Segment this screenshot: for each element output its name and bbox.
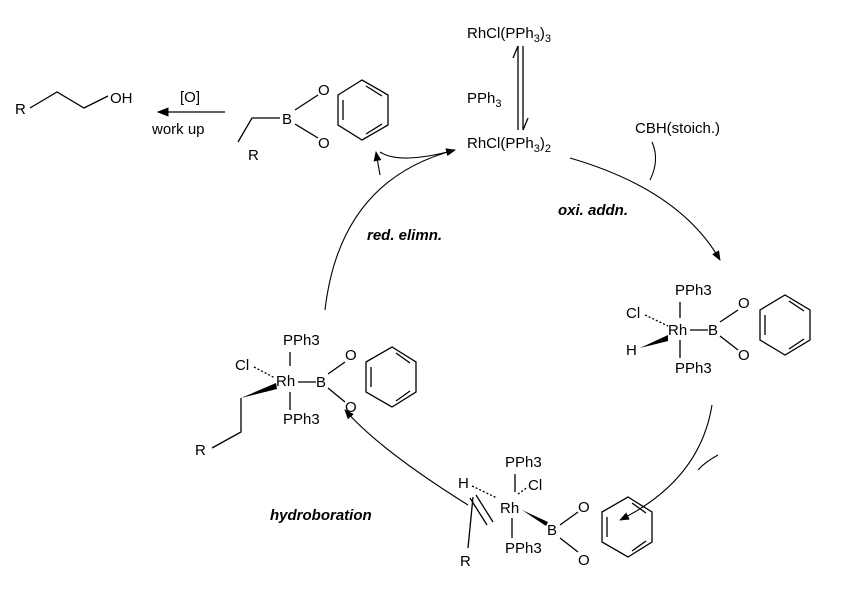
wilkinson-equilibrium: RhCl(PPh3)3 PPh3 RhCl(PPh3)2: [467, 25, 551, 155]
hydroboration-arrow: [344, 409, 469, 506]
pph3-upper-right: PPh3: [675, 282, 712, 299]
h-rh-wedge-right: [640, 335, 668, 348]
alkyl-rh-wedge-left: [241, 383, 277, 398]
ring-double-2: [365, 123, 383, 135]
rh-olefin-complex: PPh3 H Cl Rh B PPh3 R O O: [458, 454, 653, 570]
h-right: H: [626, 342, 637, 359]
alcohol-oh: OH: [110, 90, 133, 107]
pph3-equilibrium-label: PPh3: [467, 90, 501, 110]
to-olefin-complex-arrow: [619, 404, 713, 521]
cl-rh-hashed-right: [644, 314, 669, 327]
rh-alkyl-boryl-complex: PPh3 Cl Rh B PPh3 R O O: [195, 332, 417, 459]
alcohol-r: R: [15, 101, 26, 118]
oxygen-right-1: O: [738, 295, 750, 312]
ring-double-right-2: [788, 338, 805, 350]
b-o-bond-bottom-2: [559, 537, 579, 553]
pph3-lower-bottom: PPh3: [505, 540, 542, 557]
cl-rh-hashed-left: [253, 366, 276, 379]
b-o-bond-bottom-1: [559, 511, 579, 526]
ring-double-left-1: [395, 352, 411, 364]
pph3-lower-left: PPh3: [283, 411, 320, 428]
h-bottom: H: [458, 475, 469, 492]
olefin-entry-curve: [697, 454, 719, 471]
b-o-bond-left-1: [327, 361, 346, 375]
equilibrium-down-head: [522, 117, 529, 131]
boron-left: B: [316, 374, 326, 391]
alkyl-chain: [237, 117, 280, 143]
benzene-ring-left: [365, 346, 417, 408]
rh-left: Rh: [276, 373, 295, 390]
rh-hydride-boryl-complex: PPh3 Cl Rh H B PPh3 O O: [626, 282, 811, 377]
benzene-ring-right: [759, 294, 811, 356]
alkyl-left-r: R: [195, 442, 206, 459]
alkyl-boronate: R B O O: [237, 79, 389, 164]
cbh-entry-curve: [649, 141, 657, 181]
b-o-bond-top-2: [294, 123, 319, 139]
rh-bottom: Rh: [500, 500, 519, 517]
olefin-r: R: [460, 553, 471, 570]
boron-atom-top: B: [282, 111, 292, 128]
olefin-bond-1: [475, 494, 494, 523]
cl-right: Cl: [626, 305, 640, 322]
ring-double-left-2: [395, 390, 411, 402]
oxygen-bottom-2: O: [578, 552, 590, 569]
boron-bottom: B: [547, 522, 557, 539]
workup-label: work up: [151, 121, 205, 138]
cl-bottom: Cl: [528, 477, 542, 494]
rh-bis-complex: RhCl(PPh3)2: [467, 135, 551, 155]
cl-left: Cl: [235, 357, 249, 374]
pph3-lower-right: PPh3: [675, 360, 712, 377]
pph3-upper-bottom: PPh3: [505, 454, 542, 471]
olefin-r-bond: [467, 496, 474, 549]
ring-double-bottom-2: [631, 540, 647, 552]
boron-right: B: [708, 322, 718, 339]
cbh-label: CBH(stoich.): [635, 120, 720, 137]
red-elimn-label: red. elimn.: [367, 227, 442, 244]
cbh-reagent: CBH(stoich.): [635, 120, 720, 181]
benzene-ring-bottom: [601, 496, 653, 558]
ring-double-1: [365, 85, 383, 97]
equilibrium-up-head: [512, 45, 519, 59]
ring-double-right-1: [788, 300, 805, 312]
product-release-arrow: [373, 151, 382, 176]
hydroboration-label: hydroboration: [270, 507, 372, 524]
oxygen-top-1: O: [318, 82, 330, 99]
oxidant-label: [O]: [180, 89, 200, 106]
oxygen-bottom-1: O: [578, 499, 590, 516]
red-elimn-arrow: [324, 148, 456, 311]
alkyl-chain-left: [211, 398, 242, 449]
b-o-bond-right-1: [719, 309, 739, 323]
benzene-ring-top: [337, 79, 389, 141]
pph3-upper-left: PPh3: [283, 332, 320, 349]
rh-b-wedge-bottom: [522, 510, 548, 526]
cl-rh-hashed-bottom: [517, 486, 529, 495]
oxygen-right-2: O: [738, 347, 750, 364]
b-o-bond-top-1: [294, 94, 319, 111]
b-o-bond-right-2: [719, 335, 739, 351]
ring-double-bottom-1: [631, 502, 647, 514]
oxygen-top-2: O: [318, 135, 330, 152]
alcohol-chain: [29, 91, 109, 109]
oxi-addn-label: oxi. addn.: [558, 202, 628, 219]
product-release-curve: [379, 149, 456, 159]
rh-right: Rh: [668, 322, 687, 339]
alcohol-product: R OH [O] work up: [15, 89, 225, 138]
oxygen-left-1: O: [345, 347, 357, 364]
b-o-bond-left-2: [327, 387, 346, 403]
oxygen-left-2: O: [345, 399, 357, 416]
alkyl-r: R: [248, 147, 259, 164]
rh-tris-complex: RhCl(PPh3)3: [467, 25, 551, 45]
h-rh-hashed-bottom: [471, 485, 498, 499]
cycle-arrows: [324, 148, 721, 521]
oxi-addn-arrow: [569, 157, 721, 261]
